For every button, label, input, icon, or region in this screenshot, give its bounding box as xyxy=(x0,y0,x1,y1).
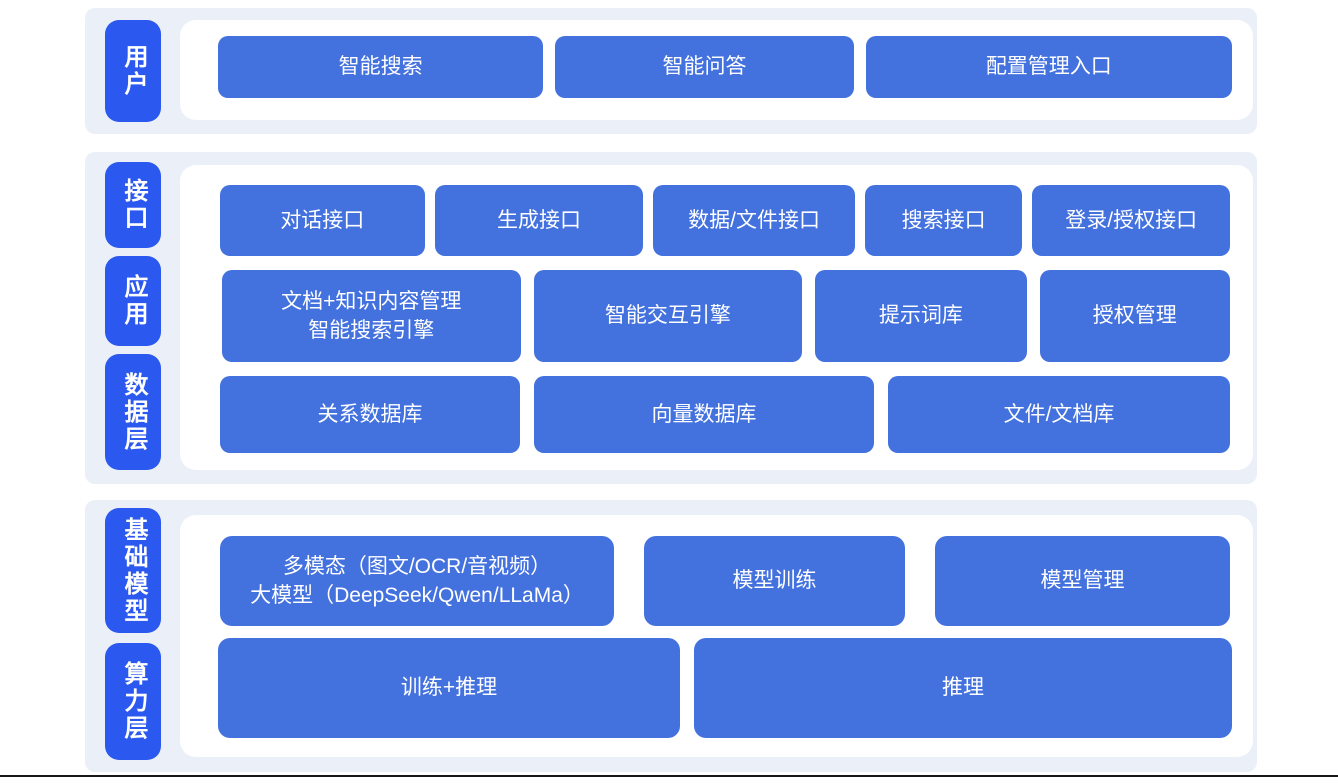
btn-interactive-engine: 智能交互引擎 xyxy=(533,270,803,362)
btn-smart-search: 智能搜索 xyxy=(218,36,544,98)
btn-inference: 推理 xyxy=(694,638,1232,738)
tab-foundation-model: 基础模型 xyxy=(105,508,161,633)
btn-login-auth-api: 登录/授权接口 xyxy=(1032,185,1230,256)
section-user-panel: 智能搜索 智能问答 配置管理入口 xyxy=(180,20,1253,120)
btn-search-api: 搜索接口 xyxy=(864,185,1023,256)
tab-user: 用户 xyxy=(105,20,161,122)
btn-multimodal-llm: 多模态（图文/OCR/音视频） 大模型（DeepSeek/Qwen/LLaMa） xyxy=(220,536,614,626)
btn-doc-knowledge-search-engine: 文档+知识内容管理 智能搜索引擎 xyxy=(222,270,521,362)
section-bottom-band: 基础模型 算力层 多模态（图文/OCR/音视频） 大模型（DeepSeek/Qw… xyxy=(85,500,1257,772)
btn-config-management-entry: 配置管理入口 xyxy=(865,36,1232,98)
btn-auth-management: 授权管理 xyxy=(1039,270,1230,362)
btn-smart-qa: 智能问答 xyxy=(555,36,854,98)
tab-compute-layer: 算力层 xyxy=(105,643,161,760)
btn-relational-db: 关系数据库 xyxy=(220,376,520,453)
btn-vector-db: 向量数据库 xyxy=(534,376,874,453)
tab-data-layer: 数据层 xyxy=(105,354,161,470)
btn-data-file-api: 数据/文件接口 xyxy=(653,185,855,256)
tab-interface: 接口 xyxy=(105,162,161,248)
section-middle-band: 接口 应用 数据层 对话接口 生成接口 数据/文件接口 搜索接口 登录/授权接口… xyxy=(85,152,1257,484)
btn-generation-api: 生成接口 xyxy=(434,185,644,256)
btn-model-training: 模型训练 xyxy=(644,536,905,626)
btn-dialog-api: 对话接口 xyxy=(220,185,425,256)
section-middle-panel: 对话接口 生成接口 数据/文件接口 搜索接口 登录/授权接口 文档+知识内容管理… xyxy=(180,165,1253,470)
btn-training-inference: 训练+推理 xyxy=(218,638,680,738)
btn-prompt-library: 提示词库 xyxy=(815,270,1027,362)
btn-model-management: 模型管理 xyxy=(935,536,1230,626)
section-bottom-panel: 多模态（图文/OCR/音视频） 大模型（DeepSeek/Qwen/LLaMa）… xyxy=(180,515,1253,757)
tab-application: 应用 xyxy=(105,256,161,346)
bottom-divider-line xyxy=(0,775,1338,777)
section-user-band: 用户 智能搜索 智能问答 配置管理入口 xyxy=(85,8,1257,134)
btn-file-doc-store: 文件/文档库 xyxy=(888,376,1230,453)
